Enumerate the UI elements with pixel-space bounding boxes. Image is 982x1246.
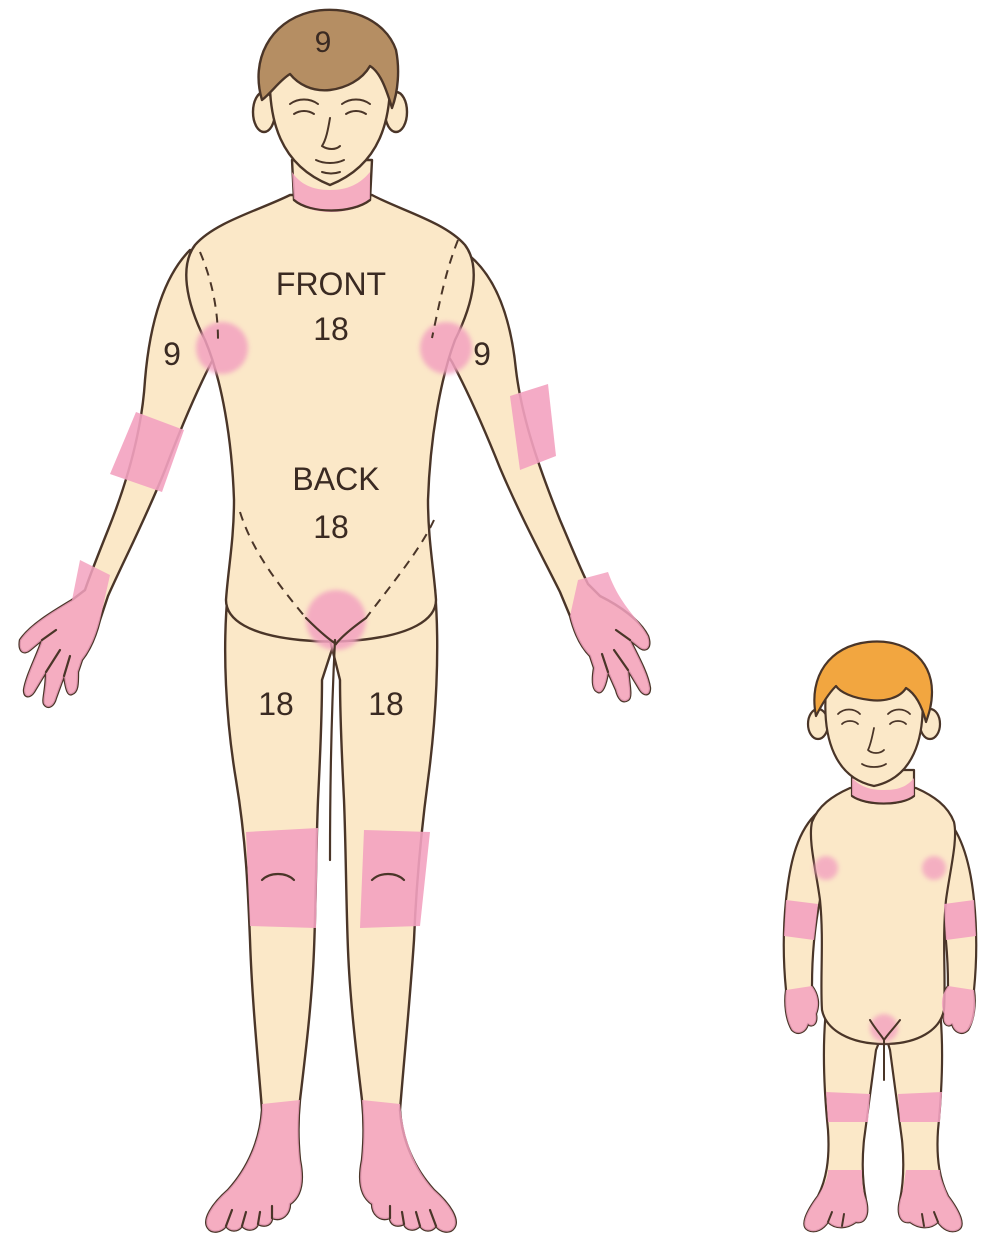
adult-right-arm-value: 9: [163, 336, 181, 372]
child-right-elbow-zone: [784, 900, 818, 940]
adult-left-hand-zone: [570, 572, 650, 701]
child-left-elbow-zone: [944, 900, 976, 940]
child-left-shoulder-zone: [922, 856, 946, 880]
adult-left-shoulder-zone: [420, 322, 472, 374]
adult-left-knee-zone: [360, 830, 430, 928]
adult-back-value: 18: [313, 509, 349, 545]
adult-left-foot-zone: [360, 1100, 456, 1232]
adult-left-arm-value: 9: [473, 336, 491, 372]
adult-right-knee-zone: [246, 828, 318, 928]
adult-front-value: 18: [313, 311, 349, 347]
child-left-knee-zone: [898, 1092, 942, 1122]
adult-head-value: 9: [315, 26, 332, 59]
adult-front-label: FRONT: [276, 266, 386, 302]
adult-torso: [186, 195, 473, 642]
adult-right-leg-value: 18: [258, 686, 294, 722]
adult-right-shoulder-zone: [196, 322, 248, 374]
child-torso: [811, 788, 955, 1044]
child-right-knee-zone: [826, 1092, 870, 1122]
child-right-shoulder-zone: [814, 856, 838, 880]
adult-back-label: BACK: [292, 461, 379, 497]
adult-right-foot-zone: [206, 1100, 302, 1232]
adult-left-leg-value: 18: [368, 686, 404, 722]
